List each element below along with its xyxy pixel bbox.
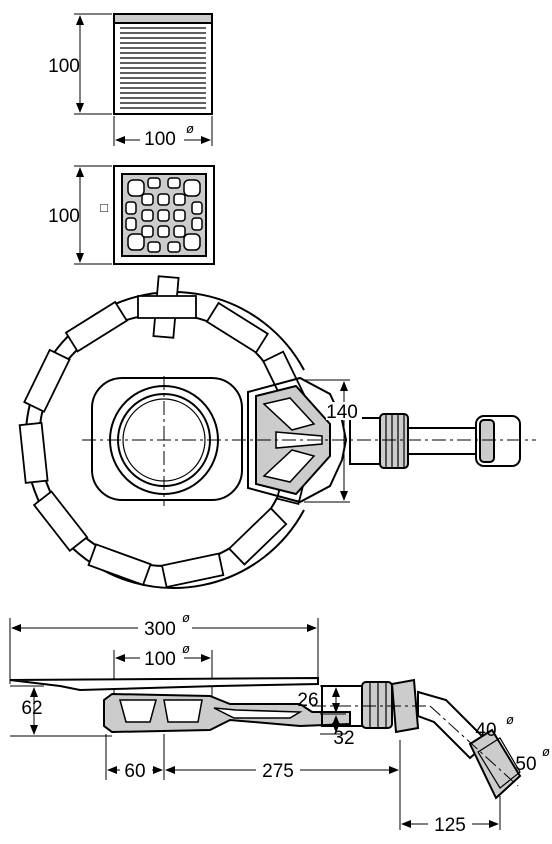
offset-60-label: 60 — [124, 761, 145, 782]
rim-segments-ring — [18, 295, 314, 589]
grate-width-label: 100 — [144, 129, 176, 150]
drain-side-view: 300 ø 100 ø 62 26 32 — [9, 610, 550, 836]
grate-slots — [120, 27, 206, 109]
pipe-40-label: 40 — [475, 720, 496, 741]
inner-diameter-label: 100 — [144, 649, 176, 670]
grate-holes — [125, 177, 203, 253]
pipe-50-label: 50 — [515, 754, 536, 775]
diameter-symbol: ø — [186, 121, 194, 136]
offset-125-label: 125 — [434, 815, 466, 836]
drain-plan-view: 140 — [18, 275, 536, 589]
outlet-height-a-label: 26 — [297, 690, 318, 711]
grate-side-view: 100 100 ø — [48, 13, 213, 150]
inner-diameter-symbol: ø — [182, 641, 190, 656]
grate-square-label: 100 — [48, 206, 80, 227]
offset-275-label: 275 — [262, 761, 294, 782]
outlet-height-b-label: 32 — [333, 728, 354, 749]
body-height-label: 62 — [21, 698, 42, 719]
outer-diameter-label: 300 — [144, 619, 176, 640]
drain-height-label: 140 — [326, 402, 358, 423]
pipe-40-symbol: ø — [506, 712, 514, 727]
grate-top-view: 100 □ — [48, 165, 215, 265]
outlet-pipe — [349, 413, 521, 469]
outer-diameter-symbol: ø — [182, 610, 190, 625]
square-symbol: □ — [100, 200, 108, 215]
grate-height-label: 100 — [48, 56, 80, 77]
pipe-50-symbol: ø — [542, 744, 550, 759]
